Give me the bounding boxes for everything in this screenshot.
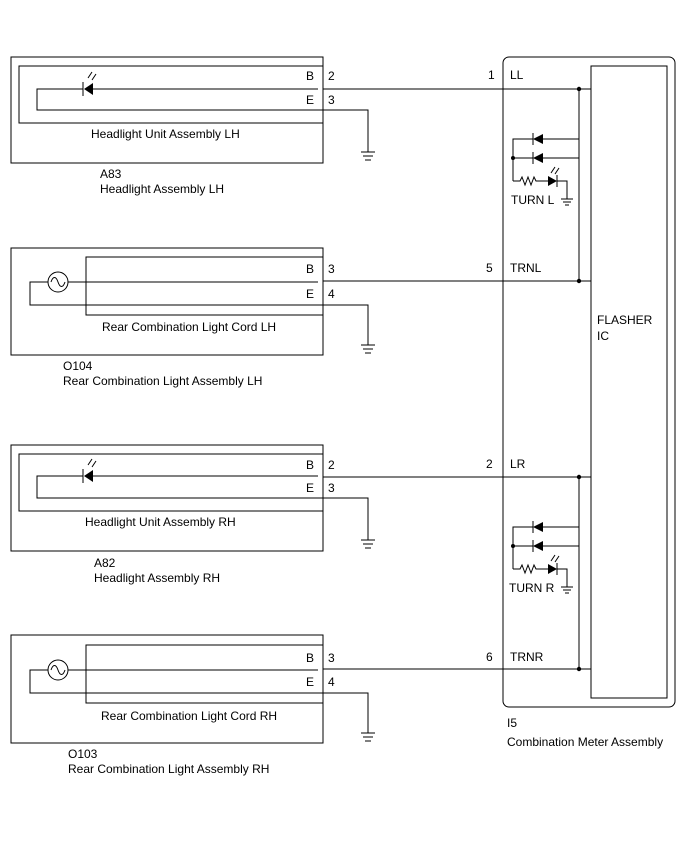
terminal-name-lr: LR [510,457,526,471]
connector-code-o104: O104 [63,359,93,373]
connector-code-i5: I5 [507,716,517,730]
pin-name-b: B [306,458,314,472]
turn-l-indicator-circuit: TURN L [511,86,591,284]
resistor-icon [513,175,548,187]
rear-combination-rh-outline [10,634,324,744]
terminal-number: 2 [486,457,493,471]
pin-number: 4 [328,675,335,689]
terminal-name-trnl: TRNL [510,261,542,275]
resistor-icon [513,563,548,575]
combination-meter-outline [502,56,676,708]
pin-name-e: E [306,481,314,495]
rear-cord-rh-outline [85,644,324,704]
terminal-name-trnr: TRNR [510,650,544,664]
terminal-number: 6 [486,650,493,664]
led-icon [82,458,97,483]
pin-name-e: E [306,93,314,107]
bulb-icon [47,271,69,293]
pin-name-b: B [306,262,314,276]
pin-name-b: B [306,651,314,665]
headlight-unit-lh-label: Headlight Unit Assembly LH [91,127,240,141]
pin-number: 3 [328,651,335,665]
terminal-number: 5 [486,261,493,275]
flasher-ic-label: IC [597,329,609,343]
diode-icon [532,133,543,145]
flasher-ic-box [590,65,668,699]
led-icon [548,166,560,187]
pin-number: 3 [328,93,335,107]
rear-cord-rh-label: Rear Combination Light Cord RH [101,709,277,723]
combination-meter-assembly: FLASHER IC 1 LL 5 TRNL 2 LR 6 TRNR I5 Co… [486,56,676,749]
pin-number: 2 [328,69,335,83]
rear-combination-light-rh: B E 3 4 Rear Combination Light Cord RH O… [10,634,375,776]
rear-cord-lh-label: Rear Combination Light Cord LH [102,320,276,334]
ground-icon [561,198,573,206]
turn-l-label: TURN L [511,193,555,207]
connector-code-o103: O103 [68,747,98,761]
connector-code-a82: A82 [94,556,116,570]
diode-icon [532,540,543,552]
ground-icon [361,344,375,354]
headlight-assembly-lh: B E 2 3 Headlight Unit Assembly LH A83 H… [10,56,375,196]
pin-number: 4 [328,287,335,301]
pin-name-e: E [306,675,314,689]
pin-number: 3 [328,481,335,495]
rear-combination-lh-outline [10,247,324,356]
ground-icon [361,732,375,742]
pin-number: 2 [328,458,335,472]
ground-icon [561,586,573,594]
turn-r-indicator-circuit: TURN R [509,474,591,672]
headlight-assembly-lh-label: Headlight Assembly LH [100,182,224,196]
rear-cord-lh-outline [85,256,324,316]
pin-name-b: B [306,69,314,83]
rear-combination-light-lh: B E 3 4 Rear Combination Light Cord LH O… [10,247,375,388]
ground-icon [361,539,375,549]
pin-number: 3 [328,262,335,276]
led-icon [548,554,560,575]
connector-code-a83: A83 [100,167,122,181]
headlight-unit-rh-label: Headlight Unit Assembly RH [85,515,236,529]
headlight-unit-rh-outline [18,453,324,512]
flasher-ic-label: FLASHER [597,313,653,327]
diode-icon [532,152,543,164]
rear-combination-lh-label: Rear Combination Light Assembly LH [63,374,262,388]
led-icon [82,71,97,96]
harness-wires [323,88,579,670]
headlight-unit-lh-outline [18,65,324,124]
turn-r-label: TURN R [509,581,555,595]
terminal-name-ll: LL [510,68,524,82]
headlight-assembly-rh-label: Headlight Assembly RH [94,571,220,585]
terminal-number: 1 [488,68,495,82]
headlight-assembly-rh: B E 2 3 Headlight Unit Assembly RH A82 H… [10,444,375,585]
ground-icon [361,151,375,161]
rear-combination-rh-label: Rear Combination Light Assembly RH [68,762,269,776]
bulb-icon [47,659,69,681]
pin-name-e: E [306,287,314,301]
combination-meter-label: Combination Meter Assembly [507,735,663,749]
diode-icon [532,521,543,533]
